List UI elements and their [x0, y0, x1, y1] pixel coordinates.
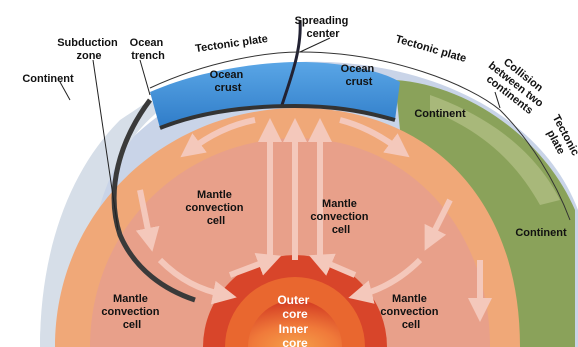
label-outer-core: Outer core	[277, 293, 312, 321]
label-spreading-center: Spreading center	[295, 15, 352, 40]
label-ocean-crust-right: Ocean crust	[341, 63, 378, 88]
label-tectonic-plate-right: Tectonic plate	[394, 33, 468, 65]
label-continent-right-lower: Continent	[515, 227, 567, 239]
label-ocean-crust-left: Ocean crust	[210, 69, 247, 94]
label-ocean-trench: Ocean trench	[130, 37, 167, 62]
label-tectonic-plate-left: Tectonic plate	[195, 33, 269, 55]
label-continent-left: Continent	[22, 73, 74, 85]
label-continent-right-upper: Continent	[414, 108, 466, 120]
label-inner-core: Inner core	[279, 322, 312, 347]
label-subduction-zone: Subduction zone	[57, 37, 121, 62]
